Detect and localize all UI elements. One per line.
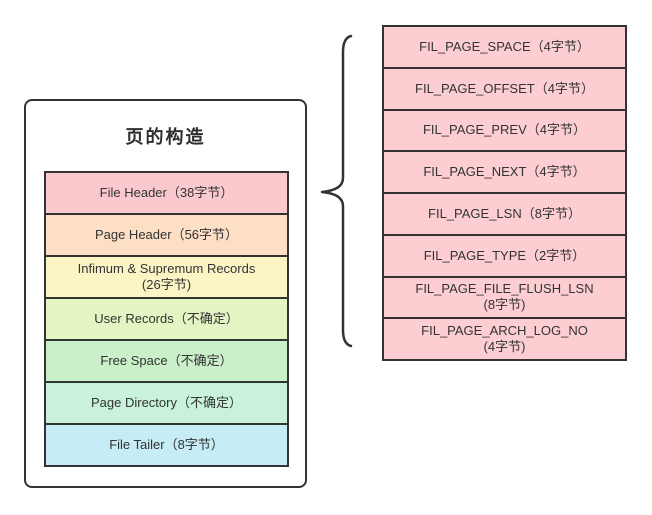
table-row: Page Header（56字节） bbox=[46, 213, 287, 255]
table-row: User Records（不确定） bbox=[46, 297, 287, 339]
brace-path bbox=[320, 34, 353, 348]
table-row: FIL_PAGE_LSN（8字节） bbox=[384, 192, 625, 234]
row-label: File Header（38字节） bbox=[99, 184, 234, 200]
row-label: FIL_PAGE_PREV（4字节） bbox=[422, 122, 587, 138]
table-row: FIL_PAGE_PREV（4字节） bbox=[384, 108, 625, 151]
table-row: Page Directory（不确定） bbox=[46, 381, 287, 423]
file-header-fields-box: FIL_PAGE_SPACE（4字节） FIL_PAGE_OFFSET（4字节）… bbox=[382, 25, 627, 361]
brace-connector bbox=[320, 34, 353, 348]
row-label: FIL_PAGE_FILE_FLUSH_LSN(8字节) bbox=[415, 281, 594, 313]
row-label: FIL_PAGE_TYPE（2字节） bbox=[423, 247, 586, 263]
row-label: File Tailer（8字节） bbox=[109, 436, 224, 452]
row-label: FIL_PAGE_NEXT（4字节） bbox=[423, 164, 586, 179]
row-label: User Records（不确定） bbox=[94, 310, 239, 326]
table-row: File Header（38字节） bbox=[46, 173, 287, 213]
row-label: FIL_PAGE_ARCH_LOG_NO(4字节) bbox=[421, 322, 588, 355]
table-row: FIL_PAGE_NEXT（4字节） bbox=[384, 150, 625, 192]
table-row: FIL_PAGE_FILE_FLUSH_LSN(8字节) bbox=[384, 275, 625, 318]
row-label: Page Header（56字节） bbox=[94, 226, 239, 242]
row-label: Free Space（不确定） bbox=[100, 352, 233, 368]
table-row: Free Space（不确定） bbox=[46, 339, 287, 381]
table-row: Infimum & Supremum Records(26字节) bbox=[46, 255, 287, 297]
row-label: FIL_PAGE_LSN（8字节） bbox=[428, 205, 581, 221]
table-row: FIL_PAGE_OFFSET（4字节） bbox=[384, 66, 625, 109]
row-label: Infimum & Supremum Records(26字节) bbox=[77, 260, 256, 292]
page-structure-box: 页的构造 File Header（38字节） Page Header（56字节）… bbox=[24, 99, 307, 488]
table-row: FIL_PAGE_TYPE（2字节） bbox=[384, 233, 625, 276]
page-structure-table: File Header（38字节） Page Header（56字节） Infi… bbox=[44, 171, 289, 467]
table-row: FIL_PAGE_SPACE（4字节） bbox=[384, 27, 625, 67]
table-row: File Tailer（8字节） bbox=[46, 423, 287, 465]
page-structure-title: 页的构造 bbox=[125, 127, 206, 147]
row-label: FIL_PAGE_SPACE（4字节） bbox=[419, 38, 590, 54]
table-row: FIL_PAGE_ARCH_LOG_NO(4字节) bbox=[384, 317, 625, 359]
row-label: Page Directory（不确定） bbox=[91, 394, 242, 410]
row-label: FIL_PAGE_OFFSET（4字节） bbox=[415, 80, 594, 96]
